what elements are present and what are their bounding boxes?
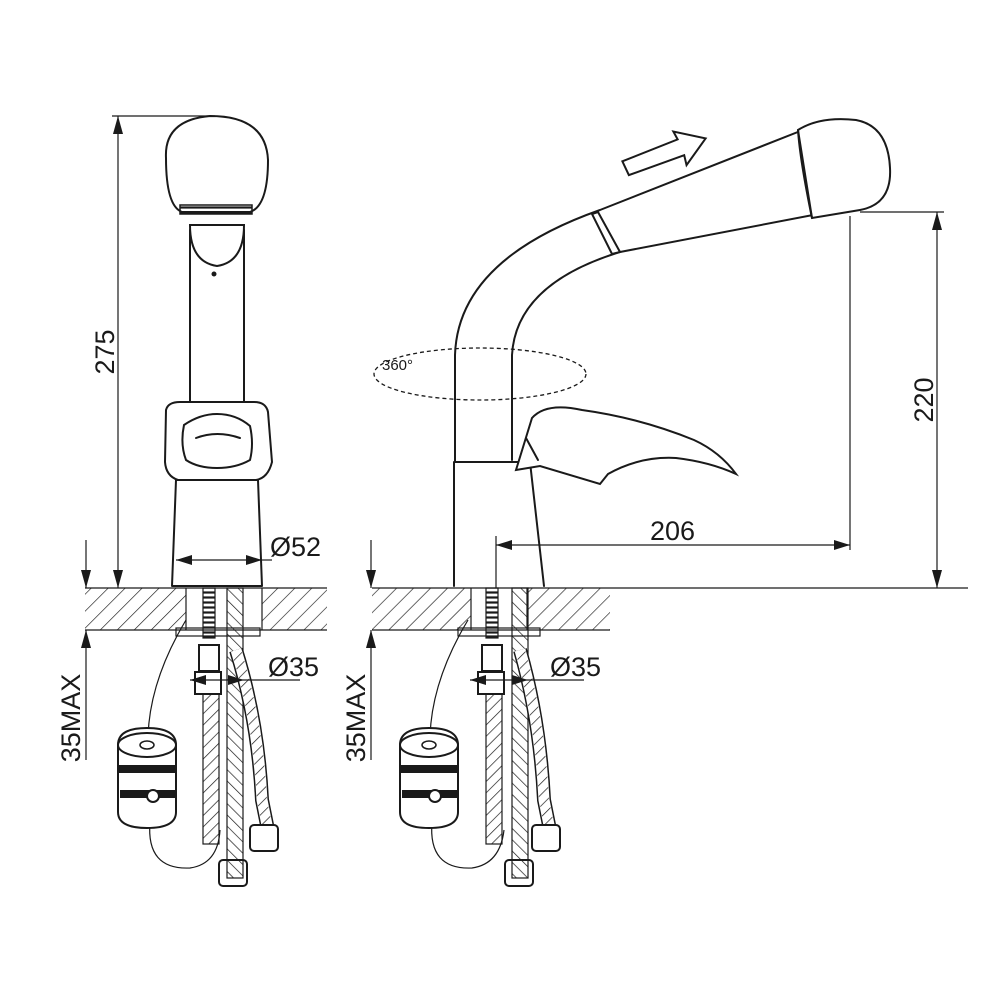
mounting-hardware-front: Ø35 (117, 587, 319, 887)
dimension-total-height: 275 (90, 115, 215, 588)
spray-head-front (164, 114, 270, 215)
front-view: Ø52 275 35MAX (56, 114, 327, 887)
reach-label: 206 (650, 516, 695, 546)
pull-out-arrow-icon (621, 130, 708, 177)
countertop-side (372, 587, 968, 637)
total-height-label: 275 (90, 329, 120, 374)
mounting-hardware-side: Ø35 (399, 587, 601, 887)
hole-diameter-left-label: Ø35 (268, 652, 319, 682)
rotation-indicator: 360° (373, 347, 587, 401)
dimension-max-thickness-right: 35MAX (341, 540, 376, 762)
faucet-body-front (163, 224, 274, 587)
base-diameter-label: Ø52 (270, 532, 321, 562)
dimension-base-diameter: Ø52 (176, 532, 321, 565)
spout-height-label: 220 (909, 377, 939, 422)
dimension-max-thickness-left: 35MAX (56, 540, 91, 762)
rotation-label: 360° (382, 357, 413, 374)
side-view: 360° 206 220 35MAX (341, 118, 968, 887)
max-thickness-right-label: 35MAX (341, 674, 371, 763)
hole-diameter-right-label: Ø35 (550, 652, 601, 682)
faucet-body-side (453, 118, 892, 587)
dimension-reach: 206 (495, 216, 851, 588)
dimension-spout-height: 220 (860, 211, 944, 588)
max-thickness-left-label: 35MAX (56, 674, 86, 763)
